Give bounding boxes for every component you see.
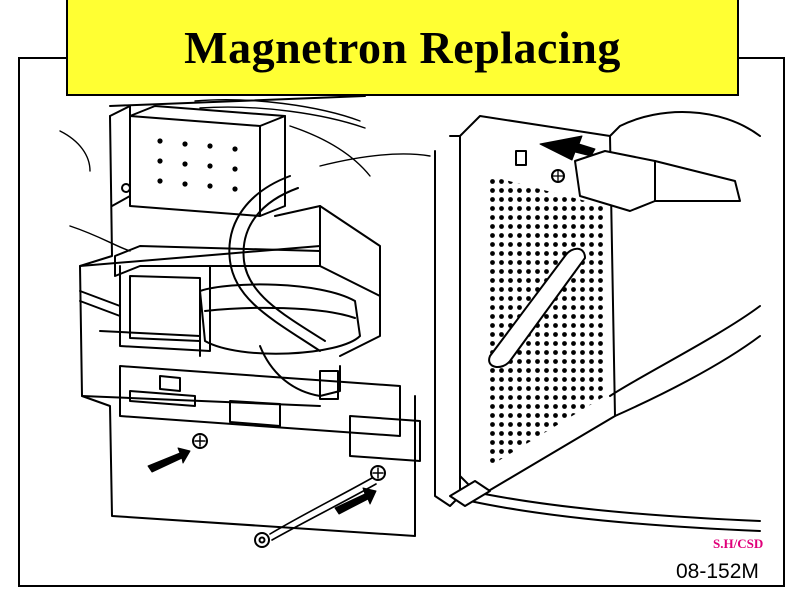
mounting-plate (79, 245, 321, 357)
screw-icon (192, 433, 208, 449)
slide-title: Magnetron Replacing (184, 21, 621, 73)
bottom-cable (449, 480, 761, 532)
panel-handle (488, 247, 586, 368)
magnetron (199, 205, 381, 400)
arrow-icon (147, 447, 191, 473)
magnetron-illustration (59, 96, 761, 548)
arrow-icon (334, 487, 377, 515)
outer-cabinet (574, 111, 761, 417)
hv-cable (228, 175, 326, 352)
lower-bracket (119, 365, 421, 481)
wire-bundle-top (59, 99, 431, 252)
title-banner: Magnetron Replacing (66, 0, 739, 96)
screw-icon (370, 465, 386, 481)
screw-icon (121, 183, 131, 193)
figure-code-label: 08-152M (676, 560, 759, 583)
credit-label: S.H/CSD (713, 536, 764, 551)
arrow-icon (539, 135, 596, 161)
wire-lead-icon (254, 477, 377, 548)
transformer-block (121, 105, 286, 217)
